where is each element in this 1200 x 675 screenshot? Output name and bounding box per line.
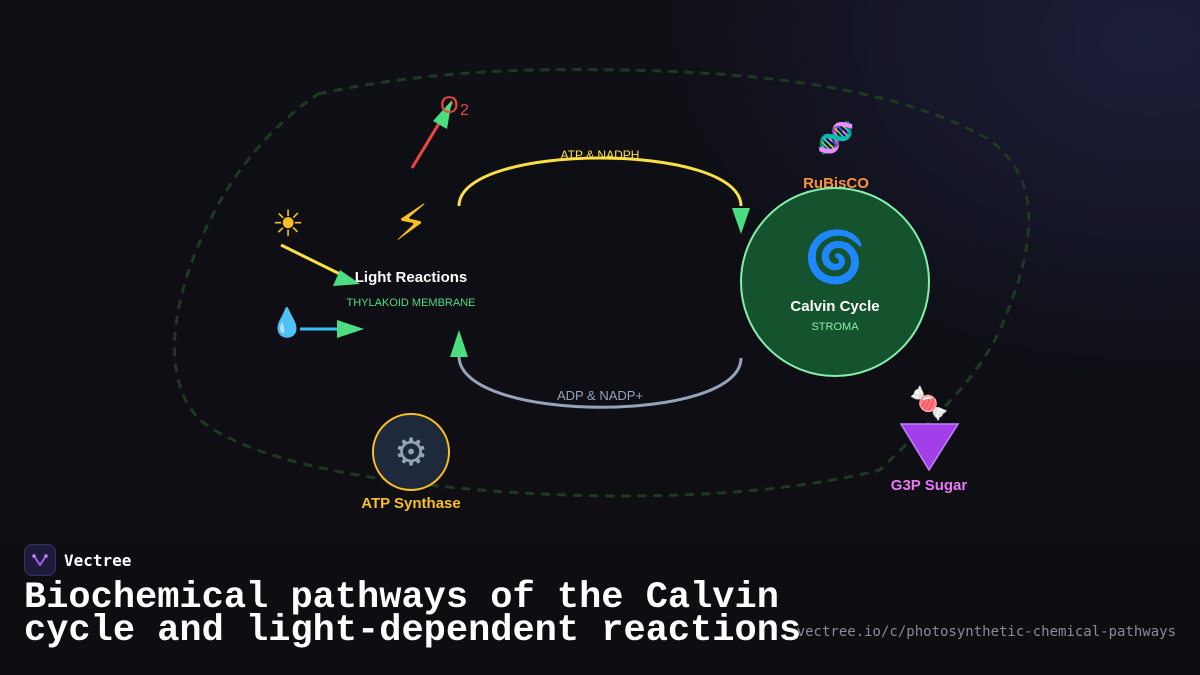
oxygen-arrow-head [433,100,452,129]
g3p-sugar-label: G3P Sugar [891,477,968,494]
brand-name: Vectree [64,550,132,570]
page-url[interactable]: vectree.io/c/photosynthetic-chemical-pat… [796,624,1176,640]
calvin-cycle-title: Calvin Cycle [790,298,879,315]
atp-synthase-label: ATP Synthase [361,495,460,512]
vectree-logo-icon [32,554,48,566]
chloroplast-boundary [173,68,1031,498]
light-arrow-head [333,270,360,286]
light-reactions-subtitle: THYLAKOID MEMBRANE [347,297,476,309]
rubisco-label: RuBisCO [803,175,869,192]
candy-icon: 🍬 [909,384,949,422]
water-arrow-head [337,320,364,338]
page-title: Biochemical pathways of the Calvin cycle… [24,577,802,652]
oxygen-label: O [440,92,459,119]
rubisco-icon: 🧬 [817,119,854,156]
calvin-cycle-subtitle: STROMA [811,321,859,333]
atp-nadph-arrow [457,156,743,207]
adp-nadp-label: ADP & NADP+ [557,388,643,403]
adp-nadp-arrow-head [450,330,468,357]
atp-synthase-node [372,413,450,491]
brand: Vectree [24,544,1176,576]
gear-icon: ⚙ [394,430,428,474]
atp-nadph-label: ATP & NADPH [561,148,640,162]
footer: Vectree Biochemical pathways of the Calv… [24,544,1176,652]
lightning-icon: ⚡ [393,194,428,252]
calvin-cycle-icon: 🌀 [804,227,866,286]
sun-icon: ☀ [272,204,304,245]
adp-nadp-arrow [457,355,743,409]
brand-logo [24,544,56,576]
title-row: Biochemical pathways of the Calvin cycle… [24,577,1176,652]
light-reactions-title: Light Reactions [355,269,468,286]
g3p-sugar-triangle [899,423,960,472]
oxygen-subscript: 2 [460,102,469,119]
atp-nadph-arrow-head [732,208,750,234]
calvin-cycle-node [740,187,930,377]
water-icon: 💧 [270,306,305,339]
